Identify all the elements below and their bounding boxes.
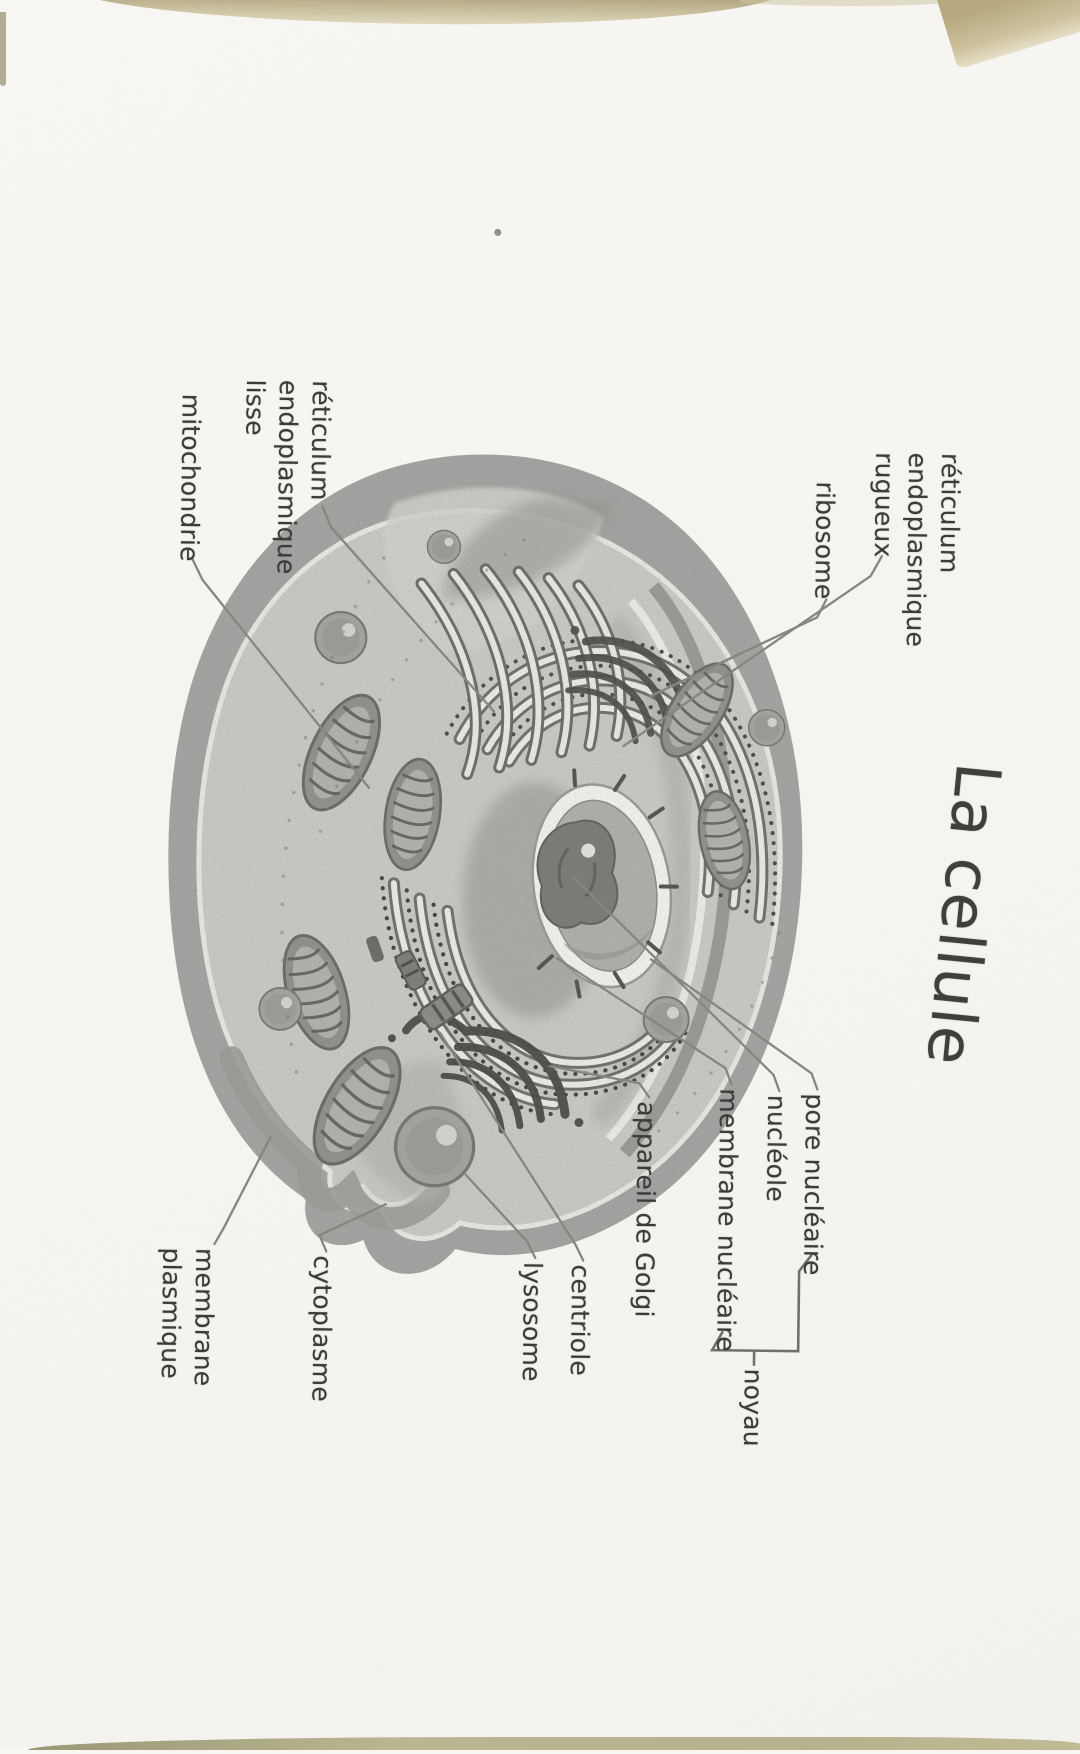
label-appareil-de-golgi: appareil de Golgi bbox=[628, 1101, 664, 1318]
label-reticulum-endoplasmique-lisse: réticulum endoplasmique lisse bbox=[237, 379, 338, 575]
label-membrane-plasmique: membrane plasmique bbox=[154, 1247, 222, 1386]
label-line: endoplasmique bbox=[900, 452, 933, 648]
label-line: lisse bbox=[240, 379, 270, 436]
leader-membrane-plasmique bbox=[213, 1135, 272, 1246]
label-line: membrane bbox=[188, 1247, 220, 1387]
label-membrane-nucleaire: membrane nucléaire bbox=[709, 1088, 745, 1352]
scan-edge-left bbox=[0, 12, 6, 86]
label-line: centriole bbox=[564, 1264, 596, 1377]
label-lysosome: lysosome bbox=[515, 1262, 549, 1382]
label-pore-nucleaire: pore nucléaire bbox=[796, 1093, 831, 1276]
label-mitochondrie: mitochondrie bbox=[173, 394, 208, 562]
label-line: lysosome bbox=[516, 1261, 548, 1382]
label-nucleole: nucléole bbox=[759, 1095, 793, 1202]
label-ribosome: ribosome bbox=[807, 481, 841, 599]
label-line: ribosome bbox=[809, 481, 840, 600]
scan-fleck bbox=[494, 228, 502, 236]
label-line: rugueux bbox=[868, 452, 900, 558]
label-line: membrane nucléaire bbox=[711, 1088, 744, 1352]
label-line: nucléole bbox=[760, 1094, 792, 1203]
label-line: noyau bbox=[737, 1368, 768, 1447]
label-line: pore nucléaire bbox=[798, 1093, 830, 1276]
label-cytoplasme: cytoplasme bbox=[304, 1255, 339, 1402]
label-reticulum-endoplasmique-rugueux: réticulum endoplasmique rugueux bbox=[866, 452, 967, 648]
label-line: plasmique bbox=[155, 1247, 187, 1380]
label-line: réticulum bbox=[305, 380, 336, 501]
label-noyau: noyau bbox=[736, 1368, 770, 1447]
label-centriole: centriole bbox=[563, 1264, 597, 1376]
label-line: endoplasmique bbox=[271, 379, 303, 575]
label-line: cytoplasme bbox=[306, 1255, 338, 1403]
label-line: réticulum bbox=[934, 452, 966, 574]
label-line: appareil de Golgi bbox=[629, 1101, 662, 1318]
label-line: mitochondrie bbox=[174, 393, 206, 562]
